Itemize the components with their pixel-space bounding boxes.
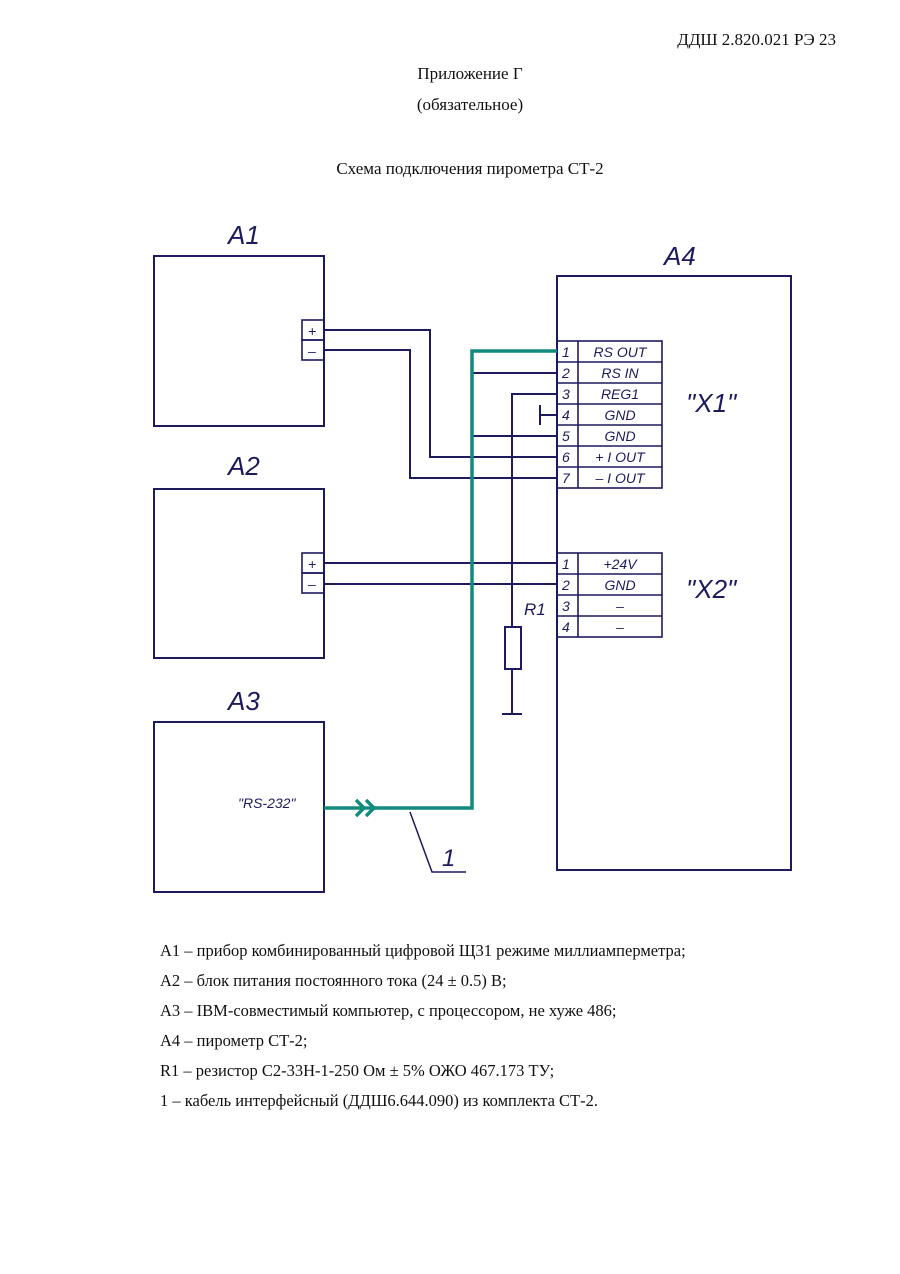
x1-pin-label: GND bbox=[604, 428, 635, 444]
x2-pin-number: 1 bbox=[562, 556, 570, 572]
legend-item-a1: A1 – прибор комбинированный цифровой Щ31… bbox=[160, 941, 686, 960]
a2-terminal-minus: – bbox=[307, 576, 316, 592]
x1-pin-number: 4 bbox=[562, 407, 570, 423]
x1-pin-number: 7 bbox=[562, 470, 571, 486]
legend-item-a2: A2 – блок питания постоянного тока (24 ±… bbox=[160, 971, 507, 990]
x1-pin-number: 5 bbox=[562, 428, 570, 444]
wire-a1-minus bbox=[324, 349, 557, 479]
x2-pin-label: – bbox=[615, 619, 624, 635]
x1-pin-number: 1 bbox=[562, 344, 570, 360]
x1-pin-number: 2 bbox=[561, 365, 570, 381]
legend: A1 – прибор комбинированный цифровой Щ31… bbox=[160, 936, 686, 1116]
x1-pin-label: REG1 bbox=[601, 386, 639, 402]
x2-pin-number: 2 bbox=[561, 577, 570, 593]
cable-number-label: 1 bbox=[442, 845, 455, 872]
wire-reg1 bbox=[511, 393, 557, 627]
label-a3: A3 bbox=[226, 686, 260, 716]
x2-pin-label: – bbox=[615, 598, 624, 614]
wire-a1-plus bbox=[324, 329, 557, 458]
x2-pin-label: +24V bbox=[603, 556, 638, 572]
legend-item-cable: 1 – кабель интерфейсный (ДДШ6.644.090) и… bbox=[160, 1091, 599, 1110]
block-a2 bbox=[153, 488, 325, 659]
connector-x2-name: "X2" bbox=[686, 574, 738, 604]
connector-x2 bbox=[556, 552, 663, 638]
label-a1: A1 bbox=[226, 220, 260, 250]
x1-pin-label: RS OUT bbox=[594, 344, 648, 360]
x1-pin-number: 6 bbox=[562, 449, 570, 465]
x2-pin-label: GND bbox=[604, 577, 635, 593]
legend-item-a4: A4 – пирометр СТ-2; bbox=[160, 1031, 308, 1050]
interface-cable bbox=[324, 349, 557, 818]
block-a4 bbox=[556, 275, 792, 871]
resistor-r1 bbox=[504, 626, 522, 670]
document-code: ДДШ 2.820.021 РЭ 23 bbox=[677, 30, 836, 49]
x1-pin-label: – I OUT bbox=[594, 470, 645, 486]
x2-pin-number: 4 bbox=[562, 619, 570, 635]
block-a1 bbox=[153, 255, 325, 427]
resistor-label: R1 bbox=[524, 600, 546, 619]
legend-item-r1: R1 – резистор С2-33Н-1-250 Ом ± 5% ОЖО 4… bbox=[160, 1061, 555, 1080]
a1-terminal-minus: – bbox=[307, 343, 316, 359]
x1-pin-label: GND bbox=[604, 407, 635, 423]
connector-x1-name: "X1" bbox=[686, 388, 738, 418]
x2-pin-number: 3 bbox=[562, 598, 570, 614]
appendix-subtitle: (обязательное) bbox=[416, 95, 524, 114]
a1-terminal-plus: + bbox=[308, 323, 316, 339]
legend-item-a3: A3 – IBM-совместимый компьютер, с процес… bbox=[160, 1001, 617, 1020]
a2-terminal-plus: + bbox=[308, 556, 316, 572]
appendix-title: Приложение Г bbox=[417, 64, 523, 83]
x1-pin-label: RS IN bbox=[601, 365, 639, 381]
cable-leader bbox=[409, 811, 466, 873]
x1-pin-number: 3 bbox=[562, 386, 570, 402]
x1-pin-label: + I OUT bbox=[595, 449, 646, 465]
label-a4: A4 bbox=[662, 241, 696, 271]
label-a2: A2 bbox=[226, 451, 260, 481]
scheme-title: Схема подключения пирометра СТ-2 bbox=[336, 159, 604, 178]
rs232-port-label: "RS-232" bbox=[238, 795, 296, 811]
wires bbox=[324, 329, 557, 715]
